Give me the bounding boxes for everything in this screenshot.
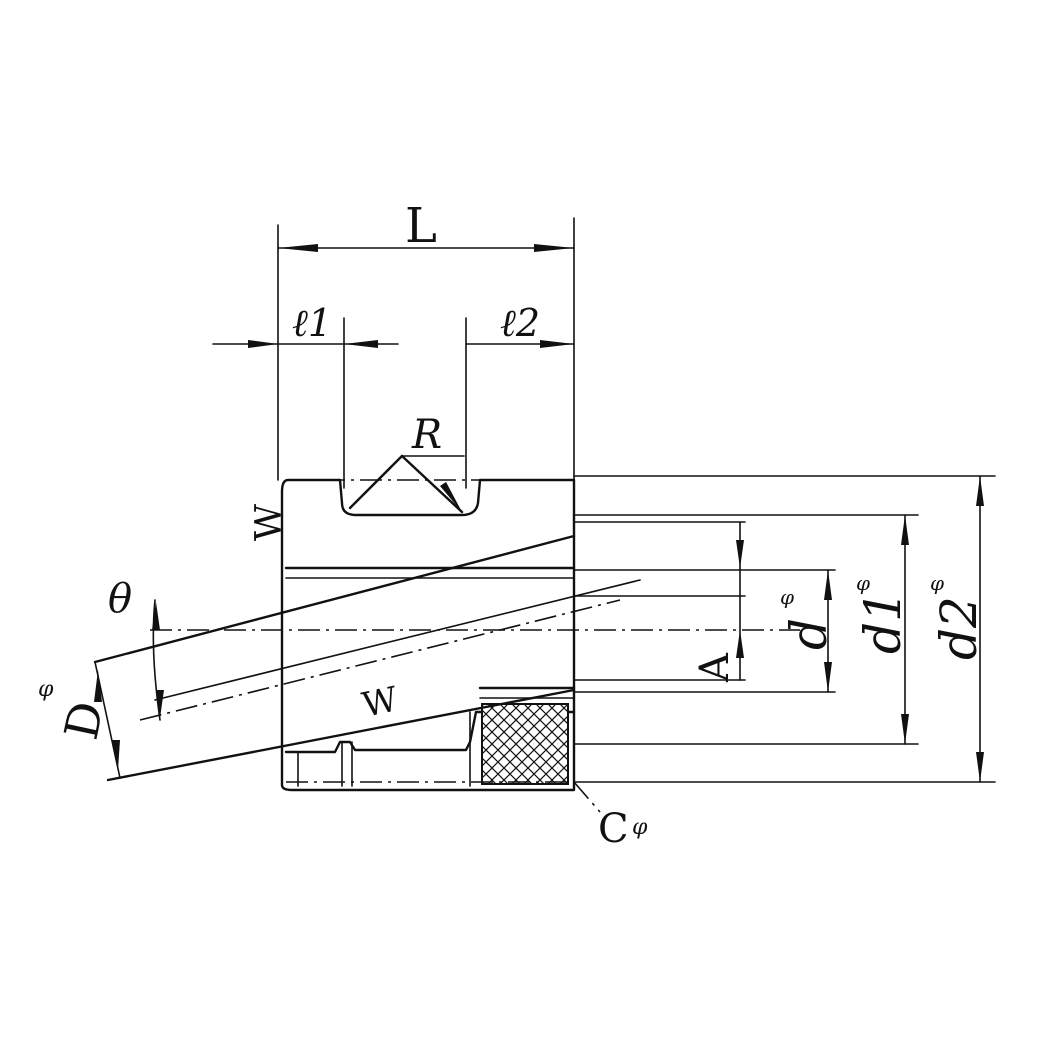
- dimension-l1: ℓ1: [212, 301, 399, 489]
- label-L: L: [405, 198, 437, 254]
- label-W-left: W: [249, 504, 290, 541]
- label-C: C: [598, 806, 629, 852]
- label-d-phi: φ: [780, 585, 794, 609]
- label-R: R: [411, 412, 442, 458]
- label-d2: d2: [930, 596, 988, 660]
- center-lines: [150, 479, 800, 783]
- label-A: A: [692, 652, 738, 683]
- label-D: D: [54, 697, 114, 744]
- label-l2: ℓ2: [500, 301, 540, 345]
- label-d: d: [780, 618, 838, 650]
- angle-theta: θ: [108, 576, 164, 721]
- label-d1: d1: [854, 590, 912, 654]
- label-theta: θ: [108, 576, 132, 622]
- dimension-R: R: [348, 412, 465, 514]
- part-body: [280, 478, 576, 792]
- dimension-A: A: [573, 521, 746, 683]
- dimension-L: L: [277, 198, 575, 481]
- dimension-l2: ℓ2: [465, 301, 575, 489]
- label-d1-phi: φ: [856, 571, 870, 595]
- label-W-bottom: W: [359, 679, 402, 725]
- dimension-d1: d1 φ: [573, 514, 919, 745]
- chamfer-C: C φ: [573, 781, 648, 852]
- dimension-d: d φ: [573, 569, 838, 693]
- label-d2-phi: φ: [930, 571, 944, 595]
- label-l1: ℓ1: [292, 301, 332, 345]
- label-D-phi: φ: [38, 677, 54, 702]
- label-C-sub: φ: [632, 815, 648, 840]
- dimension-d2: d2 φ: [573, 475, 996, 783]
- knurl-region: [481, 703, 569, 785]
